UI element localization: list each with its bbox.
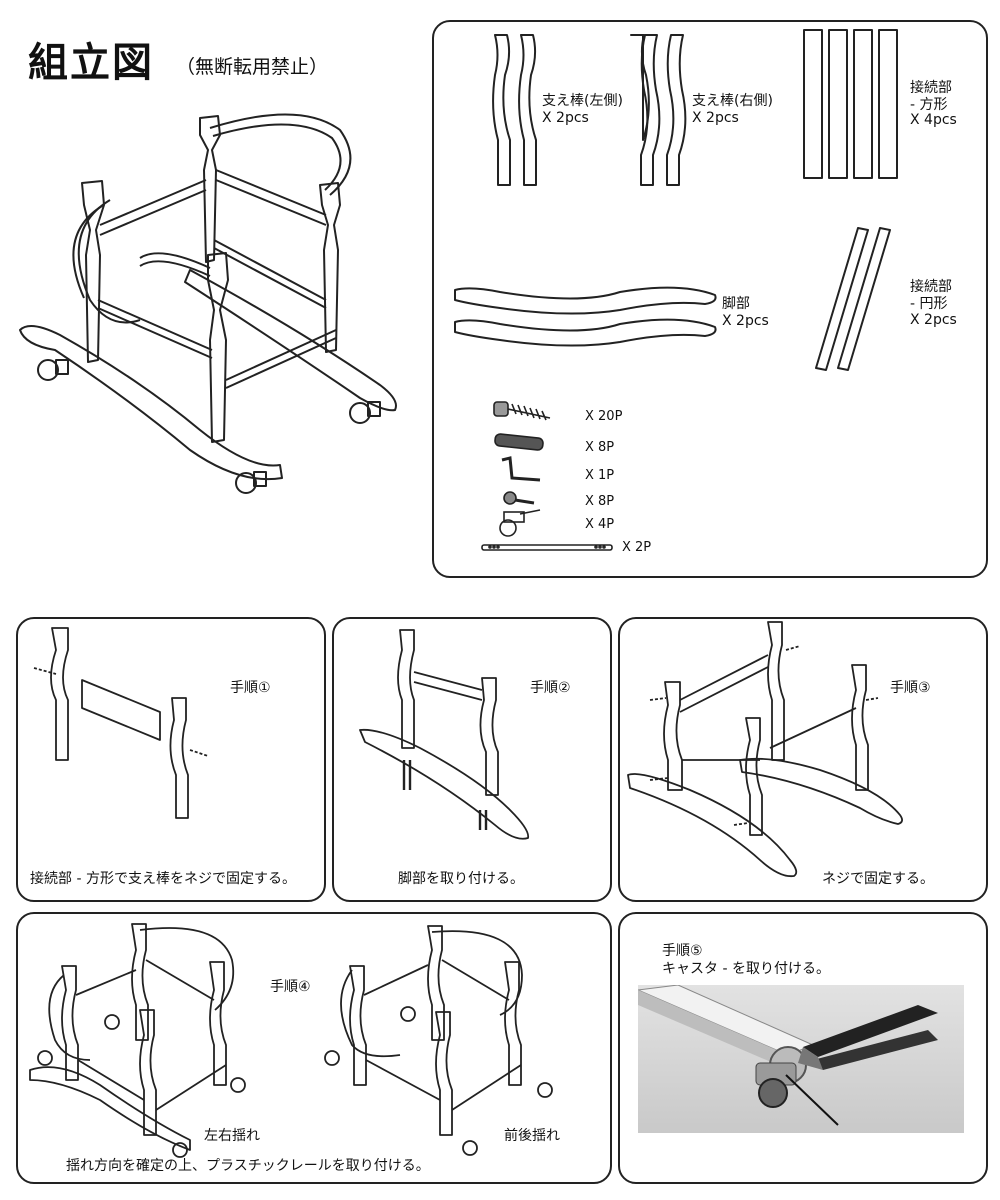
step-3-panel (618, 617, 988, 902)
step-5-label: 手順⑤ (662, 943, 703, 959)
part-label-leg: 脚部 (722, 296, 750, 312)
dowel-icon (494, 433, 544, 451)
screw-icon (493, 401, 551, 421)
step-4-label: 手順④ (270, 979, 311, 995)
part-label-square-connector: 接続部 - 方形 (910, 80, 952, 113)
hardware-qty-hex-key: X 1P (585, 468, 615, 483)
page-title: 組立図 (28, 40, 154, 86)
step-1-label: 手順① (230, 680, 271, 696)
part-qty-right-bar: X 2pcs (692, 110, 739, 126)
step-2-drawing (359, 629, 530, 840)
hardware-qty-caster: X 4P (585, 517, 615, 532)
caster-icon (499, 509, 541, 537)
bolt-icon (503, 491, 535, 505)
step-2-caption: 脚部を取り付ける。 (398, 871, 524, 887)
part-qty-square-connector: X 4pcs (910, 112, 957, 128)
hardware-qty-screw: X 20P (585, 409, 623, 424)
hardware-qty-dowel: X 8P (585, 440, 615, 455)
hardware-qty-rail: X 2P (622, 540, 652, 555)
step-3-caption: ネジで固定する。 (822, 871, 934, 887)
step-1-drawing (33, 627, 209, 819)
part-label-left-bar: 支え棒(左側) (542, 93, 623, 109)
step-3-drawing (627, 621, 903, 878)
part-label-round-connector: 接続部 - 円形 (910, 279, 952, 312)
part-qty-leg: X 2pcs (722, 313, 769, 329)
part-label-right-bar: 支え棒(右側) (692, 93, 773, 109)
step-4-option-front: 前後揺れ (504, 1128, 560, 1144)
parts-list-panel (432, 20, 988, 578)
step-4-panel (16, 912, 612, 1184)
step-3-label: 手順③ (890, 680, 931, 696)
caster-photo-illustration (638, 985, 938, 1126)
step-4-option-side: 左右揺れ (204, 1128, 260, 1144)
caster-install-photo (638, 985, 964, 1133)
part-qty-round-connector: X 2pcs (910, 312, 957, 328)
plastic-rail-icon (481, 544, 613, 551)
step-2-label: 手順② (530, 680, 571, 696)
step-5-caption: キャスタ - を取り付ける。 (662, 961, 830, 977)
step-4-caption: 揺れ方向を確定の上、プラスチックレールを取り付ける。 (66, 1158, 430, 1174)
step-2-panel (332, 617, 612, 902)
step-4-side-rock-drawing (29, 923, 246, 1158)
page-subtitle: （無断転用禁止） (176, 56, 329, 78)
hardware-qty-bolt: X 8P (585, 494, 615, 509)
hex-key-icon (501, 456, 541, 482)
part-qty-left-bar: X 2pcs (542, 110, 589, 126)
step-4-front-rock-drawing (324, 925, 553, 1156)
step-1-caption: 接続部 - 方形で支え棒をネジで固定する。 (30, 871, 296, 887)
